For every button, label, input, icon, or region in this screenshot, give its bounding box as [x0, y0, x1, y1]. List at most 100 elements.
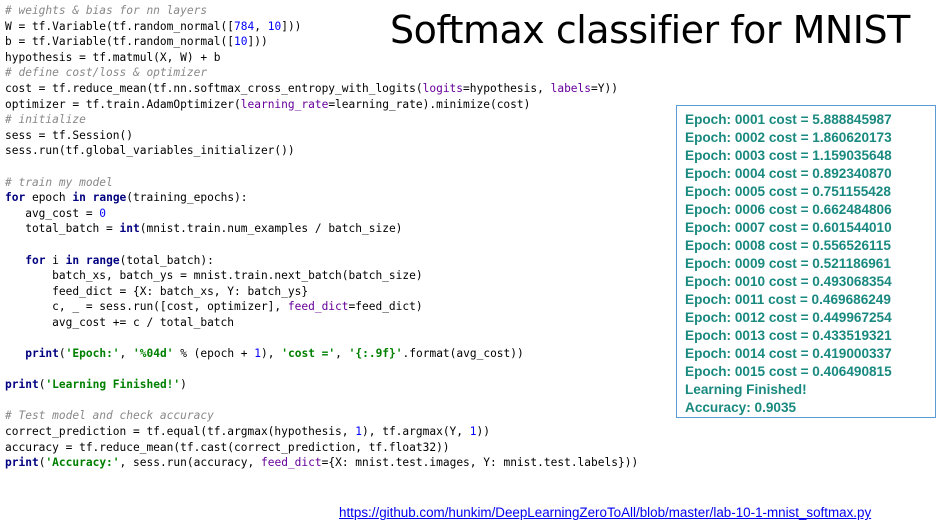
code-token: print	[5, 378, 39, 392]
code-token: hypothesis = tf.matmul(X, W) + b	[5, 50, 221, 64]
code-token: 'Accuracy:'	[45, 456, 120, 470]
code-token: sess.run(tf.global_variables_initializer…	[5, 144, 295, 158]
code-token: ,	[119, 347, 134, 361]
code-token: range	[85, 253, 120, 267]
code-line: # train my model	[5, 175, 638, 191]
code-token: i	[45, 253, 66, 267]
output-line: Epoch: 0003 cost = 1.159035648	[685, 148, 892, 163]
code-token: % (epoch +	[173, 347, 255, 361]
code-token: (training_epochs):	[126, 191, 248, 205]
code-line: # initialize	[5, 112, 638, 128]
output-line: Epoch: 0010 cost = 0.493068354	[685, 274, 892, 289]
code-line: W = tf.Variable(tf.random_normal([784, 1…	[5, 19, 638, 35]
slide-title: Softmax classifier for MNIST	[390, 8, 910, 52]
code-token: ]))	[281, 19, 302, 33]
code-token: (	[38, 378, 46, 392]
code-token: # Test model and check accuracy	[5, 409, 214, 423]
output-line: Epoch: 0014 cost = 0.419000337	[685, 346, 892, 361]
code-token	[5, 254, 25, 267]
code-token: batch_xs, batch_ys = mnist.train.next_ba…	[5, 269, 423, 283]
code-token: avg_cost =	[5, 206, 100, 220]
code-token: (total_batch):	[119, 253, 214, 267]
code-line	[5, 159, 638, 175]
code-token: for	[5, 191, 26, 205]
code-line	[5, 393, 638, 409]
code-line: correct_prediction = tf.equal(tf.argmax(…	[5, 424, 638, 440]
code-token: epoch	[25, 191, 73, 205]
output-line: Epoch: 0013 cost = 0.433519321	[685, 328, 892, 343]
code-token: 'Learning Finished!'	[45, 378, 181, 392]
code-token: feed_dict = {X: batch_xs, Y: batch_ys}	[5, 284, 309, 298]
code-token: feed_dict	[260, 456, 322, 470]
code-token: # initialize	[5, 113, 86, 127]
code-token: # weights & bias for nn layers	[5, 4, 208, 17]
output-line: Accuracy: 0.9035	[685, 400, 797, 415]
code-line: print('Learning Finished!')	[5, 377, 638, 393]
code-token: 1	[469, 425, 477, 439]
output-line: Epoch: 0002 cost = 1.860620173	[685, 130, 892, 145]
code-line: avg_cost = 0	[5, 206, 638, 222]
output-line: Epoch: 0007 cost = 0.601544010	[685, 220, 892, 235]
code-token: range	[92, 191, 127, 205]
code-token: print	[5, 456, 39, 470]
code-token: cost = tf.reduce_mean(tf.nn.softmax_cros…	[5, 81, 423, 95]
code-line: print('Accuracy:', sess.run(accuracy, fe…	[5, 455, 638, 471]
code-line	[5, 362, 638, 378]
code-token: feed_dict	[287, 300, 349, 314]
code-line: optimizer = tf.train.AdamOptimizer(learn…	[5, 97, 638, 113]
code-line: # define cost/loss & optimizer	[5, 65, 638, 81]
code-token: ),	[261, 347, 282, 361]
code-token	[5, 347, 25, 360]
code-token: ))	[476, 425, 491, 439]
code-token: =feed_dict)	[348, 300, 423, 314]
code-token: '{:.9f}'	[348, 347, 403, 361]
code-line	[5, 330, 638, 346]
code-line: # Test model and check accuracy	[5, 408, 638, 424]
output-line: Epoch: 0008 cost = 0.556526115	[685, 238, 891, 253]
code-token: accuracy = tf.reduce_mean(tf.cast(correc…	[5, 440, 450, 454]
code-line: sess.run(tf.global_variables_initializer…	[5, 143, 638, 159]
code-token: avg_cost += c / total_batch	[5, 315, 235, 329]
code-token: sess = tf.Session()	[5, 128, 133, 142]
code-token: , sess.run(accuracy,	[119, 456, 261, 470]
code-token: W = tf.Variable(tf.random_normal([	[5, 19, 235, 33]
output-line: Epoch: 0012 cost = 0.449967254	[685, 310, 892, 325]
code-token: # train my model	[5, 175, 113, 189]
code-line: # weights & bias for nn layers	[5, 3, 638, 19]
code-token: labels	[550, 81, 592, 95]
code-token: =hypothesis,	[463, 81, 551, 95]
output-line: Epoch: 0015 cost = 0.406490815	[685, 364, 892, 379]
code-token: correct_prediction = tf.equal(tf.argmax(…	[5, 425, 356, 439]
code-token: )	[180, 378, 187, 392]
code-line: for i in range(total_batch):	[5, 253, 638, 269]
code-token: '%04d'	[133, 347, 174, 361]
code-line: accuracy = tf.reduce_mean(tf.cast(correc…	[5, 440, 638, 456]
code-line: sess = tf.Session()	[5, 128, 638, 144]
code-token: b = tf.Variable(tf.random_normal([	[5, 35, 235, 49]
code-line: for epoch in range(training_epochs):	[5, 190, 638, 206]
code-token: in	[72, 191, 86, 205]
code-line: cost = tf.reduce_mean(tf.nn.softmax_cros…	[5, 81, 638, 97]
code-token: 784	[234, 19, 255, 33]
code-line: avg_cost += c / total_batch	[5, 315, 638, 331]
code-token	[79, 254, 86, 267]
code-token: =Y))	[591, 81, 618, 95]
code-token: ]))	[247, 35, 268, 49]
code-token: (	[38, 456, 46, 470]
code-token: optimizer = tf.train.AdamOptimizer(	[5, 97, 241, 111]
code-token: (mnist.train.num_examples / batch_size)	[139, 222, 403, 236]
code-token: for	[25, 253, 46, 267]
code-token: 'Epoch:'	[65, 347, 120, 361]
github-source-link[interactable]: https://github.com/hunkim/DeepLearningZe…	[339, 505, 872, 520]
code-token: logits	[422, 81, 464, 95]
code-token: 1	[355, 425, 362, 439]
code-token: =learning_rate).minimize(cost)	[328, 97, 531, 111]
code-token: 0	[99, 206, 107, 220]
code-line	[5, 237, 638, 253]
output-line: Epoch: 0006 cost = 0.662484806	[685, 202, 892, 217]
code-block: # weights & bias for nn layers W = tf.Var…	[5, 3, 638, 471]
code-token: ), tf.argmax(Y,	[362, 425, 470, 439]
code-line: feed_dict = {X: batch_xs, Y: batch_ys}	[5, 284, 638, 300]
code-token: total_batch =	[5, 222, 120, 236]
